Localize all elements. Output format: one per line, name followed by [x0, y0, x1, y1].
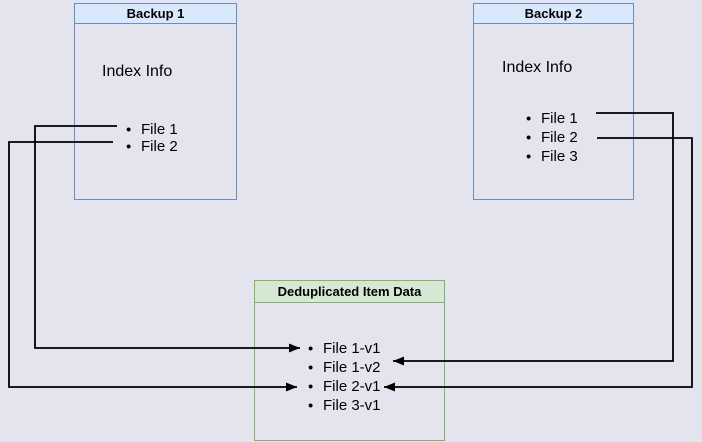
backup2-title: Backup 2 — [474, 4, 633, 24]
dedup-title: Deduplicated Item Data — [255, 281, 444, 303]
dedup-item-file-2-v1: File 2-v1 — [308, 377, 381, 396]
dedup-box: Deduplicated Item Data File 1-v1 File 1-… — [254, 280, 445, 441]
dedup-item-file-1-v1: File 1-v1 — [308, 339, 381, 358]
backup1-box: Backup 1 Index Info File 1 File 2 — [74, 3, 237, 200]
backup1-index-info-label: Index Info — [102, 63, 173, 80]
backup2-item-file-2: File 2 — [526, 128, 578, 147]
backup1-file-list: File 1 File 2 — [126, 121, 178, 155]
backup2-item-file-3: File 3 — [526, 147, 578, 166]
dedup-item-list: File 1-v1 File 1-v2 File 2-v1 File 3-v1 — [308, 339, 381, 415]
backup2-index-info-label: Index Info — [502, 59, 573, 76]
backup2-box: Backup 2 Index Info File 1 File 2 File 3 — [473, 3, 634, 200]
backup2-file-list: File 1 File 2 File 3 — [526, 109, 578, 166]
backup1-item-file-1: File 1 — [126, 121, 178, 138]
backup1-item-file-2: File 2 — [126, 138, 178, 155]
dedup-item-file-1-v2: File 1-v2 — [308, 358, 381, 377]
backup1-title: Backup 1 — [75, 4, 236, 24]
backup2-item-file-1: File 1 — [526, 109, 578, 128]
dedup-item-file-3-v1: File 3-v1 — [308, 396, 381, 415]
